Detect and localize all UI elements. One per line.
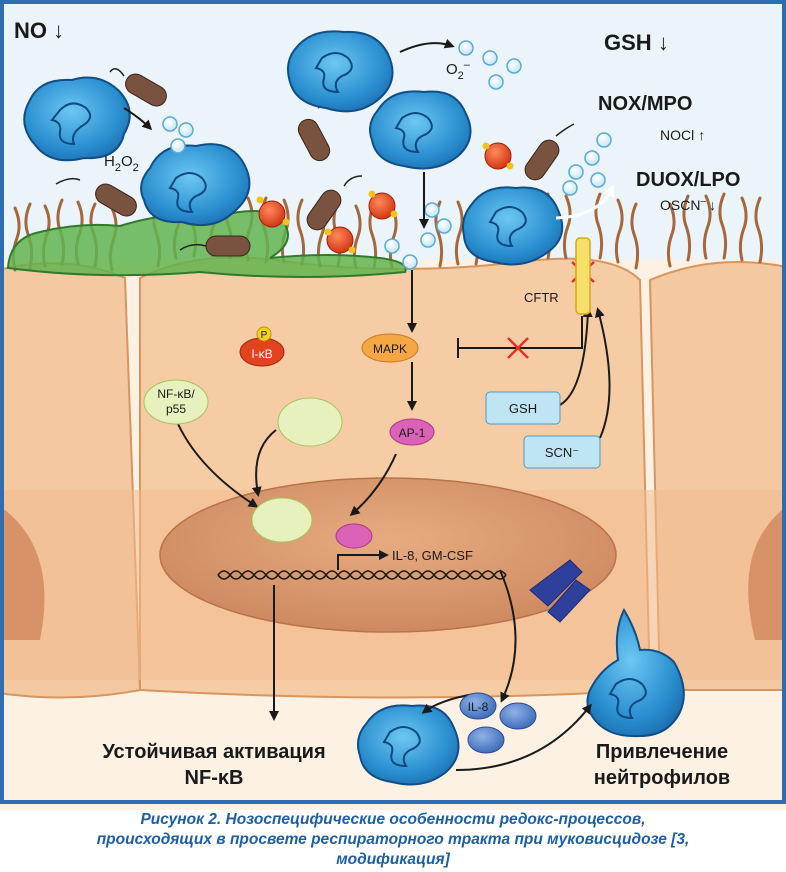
figure-frame bbox=[0, 0, 786, 804]
noci-label: NOCl↑ bbox=[660, 127, 705, 143]
nuclear-pore bbox=[529, 559, 591, 623]
bacteria-group bbox=[55, 68, 575, 257]
nucleus-right bbox=[748, 506, 786, 640]
nox-mpo-label: NOX/MPO bbox=[598, 93, 692, 115]
no-label: NO ↓ bbox=[14, 18, 64, 43]
il8-label: IL-8 bbox=[468, 700, 489, 714]
h2o2-label: H2O2 bbox=[104, 153, 139, 174]
pathway-arrows bbox=[177, 270, 611, 771]
nfkb-node bbox=[143, 379, 209, 425]
neutrophil bbox=[369, 90, 472, 170]
neutrophils bbox=[23, 30, 685, 786]
recruit-label-1: Привлечение bbox=[596, 741, 728, 763]
scn-box-label: SCN⁻ bbox=[545, 445, 579, 460]
bacterium bbox=[55, 177, 137, 217]
bacterium bbox=[306, 175, 363, 231]
il8-particles bbox=[459, 692, 537, 754]
activation-label-1: Устойчивая активация bbox=[102, 741, 325, 763]
mapk-label: MAPK bbox=[373, 342, 407, 356]
p-label: P bbox=[261, 330, 268, 341]
oscn-label: OSCN–↓ bbox=[660, 196, 716, 213]
caption-line-1: Рисунок 2. Нозоспецифические особенности… bbox=[140, 811, 646, 828]
caption-line-3: модификация] bbox=[336, 851, 450, 868]
neutrophil bbox=[462, 186, 564, 266]
activation-label-2: NF-κB bbox=[185, 767, 244, 789]
recruit-label-2: нейтрофилов bbox=[594, 767, 730, 789]
neutrophil-recruited bbox=[357, 704, 460, 786]
nfkb-nuclear bbox=[251, 497, 313, 543]
superoxide-label: O2– bbox=[446, 59, 471, 82]
ros-particles bbox=[256, 142, 514, 254]
genes-label: IL-8, GM-CSF bbox=[392, 548, 473, 563]
neutrophil bbox=[23, 76, 131, 162]
nucleus-left bbox=[0, 506, 45, 640]
nfkb-free bbox=[277, 397, 343, 447]
gsh-box bbox=[485, 391, 561, 425]
lumen-arrows bbox=[123, 38, 615, 229]
phosphate-node bbox=[256, 326, 272, 342]
dna-strand bbox=[217, 570, 507, 580]
bacterium bbox=[524, 123, 575, 181]
figure-caption: Рисунок 2. Нозоспецифические особенности… bbox=[0, 810, 786, 872]
caption-line-2: происходящих в просвете респираторного т… bbox=[96, 831, 690, 848]
bacterium bbox=[179, 235, 251, 257]
cftr-label: CFTR bbox=[524, 290, 559, 305]
neutrophil bbox=[140, 143, 251, 226]
diagram-svg: NO ↓ GSH ↓ O2– H2O2 NOX/MPO NOCl↑ DUOX/L… bbox=[0, 0, 786, 810]
nucleus bbox=[159, 477, 617, 633]
neutrophil bbox=[287, 30, 394, 113]
figure: NO ↓ GSH ↓ O2– H2O2 NOX/MPO NOCl↑ DUOX/L… bbox=[0, 0, 786, 810]
ap1-label: AP-1 bbox=[399, 426, 426, 440]
duox-lpo-label: DUOX/LPO bbox=[636, 169, 740, 191]
mapk-node bbox=[361, 333, 419, 363]
neutrophil-migrating bbox=[586, 607, 685, 738]
oxidant-bubbles bbox=[162, 40, 612, 270]
cftr-channel bbox=[575, 237, 591, 315]
ikb-label: I-κB bbox=[251, 347, 272, 361]
epithelial-cells bbox=[0, 256, 786, 699]
gsh-box-label: GSH bbox=[509, 401, 537, 416]
scn-box bbox=[523, 435, 601, 469]
ap1-nuclear bbox=[335, 523, 373, 549]
nfkb-label-1: NF-κB/ bbox=[157, 387, 195, 401]
ap1-node bbox=[389, 418, 435, 446]
gsh-lumen-label: GSH ↓ bbox=[604, 30, 669, 55]
bacterium bbox=[109, 68, 167, 107]
nfkb-label-2: p55 bbox=[166, 402, 186, 416]
